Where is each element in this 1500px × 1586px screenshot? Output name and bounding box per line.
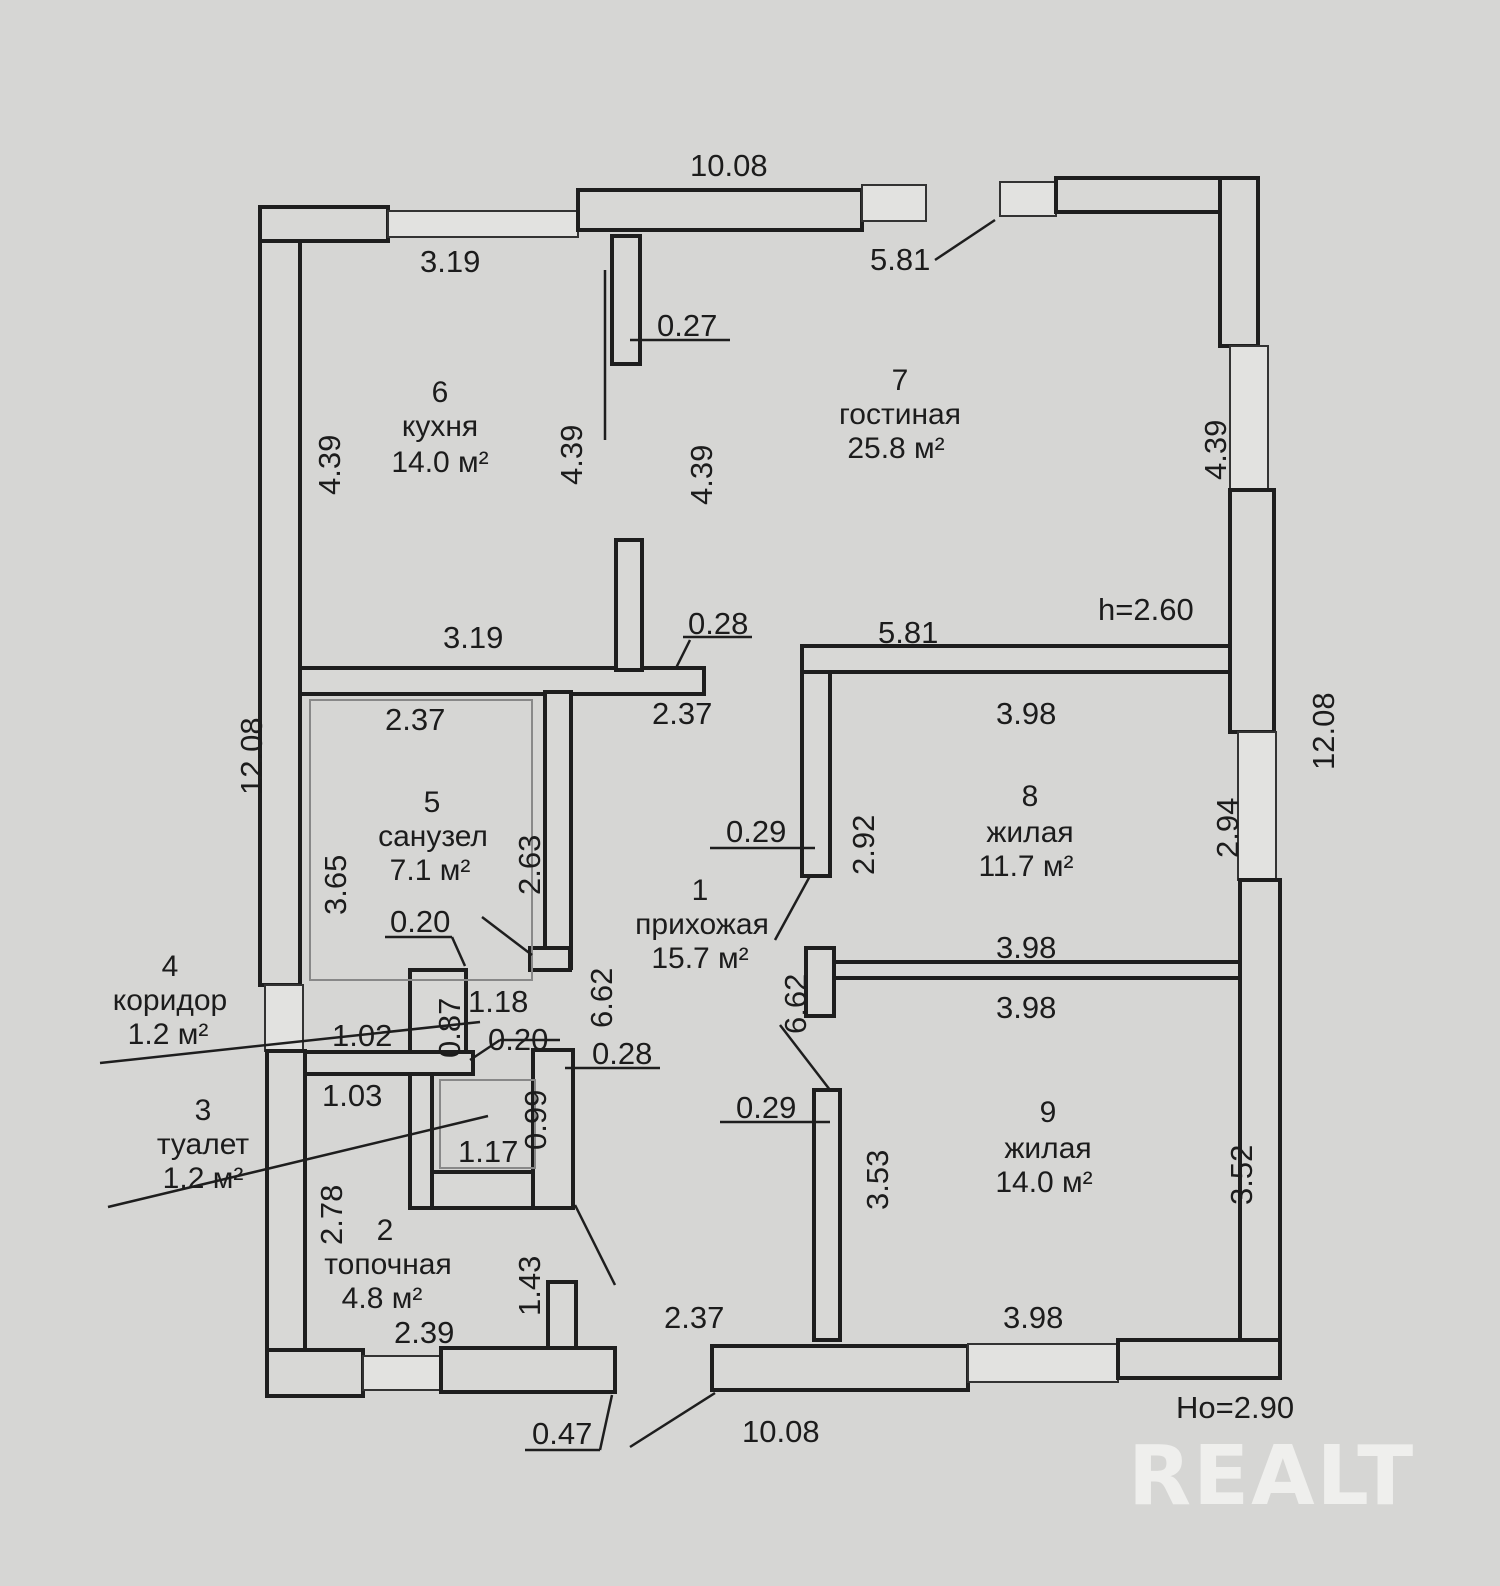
dim-wc-top: 1.03 — [322, 1078, 382, 1113]
leader-lines — [99, 218, 996, 1452]
room-name: туалет — [157, 1128, 250, 1161]
dim-top-total: 10.08 — [690, 148, 768, 183]
dim-hall-length: 6.62 — [584, 968, 619, 1028]
dim-bath-top: 2.37 — [385, 702, 445, 737]
dim-wc-wall: 0.28 — [592, 1036, 652, 1071]
dim-tjoint: 0.28 — [688, 606, 748, 641]
room-area: 14.0 м² — [995, 1166, 1092, 1199]
room-name: санузел — [378, 820, 488, 853]
dimensions: 10.08 10.08 12.08 12.08 3.19 3.19 4.39 4… — [234, 148, 1341, 1451]
room-labels: 1 прихожая 15.7 м² 2 топочная 4.8 м² 3 т… — [113, 364, 1093, 1315]
dim-entry: 2.37 — [664, 1300, 724, 1335]
room-area: 25.8 м² — [847, 432, 944, 465]
dim-room9-left: 3.53 — [860, 1150, 895, 1210]
room-name: гостиная — [839, 398, 961, 431]
dim-room8-top: 3.98 — [996, 696, 1056, 731]
room-area: 1.2 м² — [128, 1018, 209, 1051]
room-name: прихожая — [635, 908, 769, 941]
room-area: 4.8 м² — [342, 1282, 423, 1315]
room-area: 11.7 м² — [978, 850, 1073, 883]
dim-boiler-wall: 0.47 — [532, 1416, 592, 1451]
outer-height: Ho=2.90 — [1176, 1390, 1294, 1425]
dim-corridor-length: 1.02 — [332, 1018, 392, 1053]
dim-corridor-wall-a: 0.20 — [390, 904, 450, 939]
room-area: 7.1 м² — [390, 854, 471, 887]
dim-hall-top: 2.37 — [652, 696, 712, 731]
dim-room8-bottom: 3.98 — [996, 930, 1056, 965]
dim-boiler-pillar: 1.43 — [512, 1256, 547, 1316]
room-number: 9 — [1040, 1096, 1057, 1129]
dim-bath-left: 3.65 — [318, 855, 353, 915]
room-name: коридор — [113, 984, 227, 1017]
dim-room9-wall: 0.29 — [736, 1090, 796, 1125]
room-number: 7 — [892, 364, 909, 397]
dim-corridor-wall-b: 0.20 — [488, 1022, 548, 1057]
room-9-zhilaya: 9 жилая 14.0 м² — [995, 1096, 1092, 1199]
dim-living-bottom: 5.81 — [878, 615, 938, 650]
room-number: 8 — [1022, 780, 1039, 813]
room-number: 4 — [162, 950, 179, 983]
room-area: 15.7 м² — [651, 942, 748, 975]
dim-bath-right: 2.63 — [512, 835, 547, 895]
dim-pillar: 0.27 — [657, 308, 717, 343]
dim-kitchen-left: 4.39 — [312, 435, 347, 495]
dim-living-top: 5.81 — [870, 242, 930, 277]
room-number: 3 — [195, 1094, 212, 1127]
dim-right-total: 12.08 — [1306, 692, 1341, 770]
room-7-gostinaya: 7 гостиная 25.8 м² — [839, 364, 961, 465]
dim-hall-length-2: 6.62 — [778, 974, 813, 1034]
room-1-prihozhaya: 1 прихожая 15.7 м² — [635, 874, 769, 975]
dim-room8-wall: 0.29 — [726, 814, 786, 849]
room-number: 6 — [432, 376, 449, 409]
dim-boiler-left: 2.78 — [314, 1185, 349, 1245]
ceiling-height: h=2.60 — [1098, 592, 1194, 627]
room-name: жилая — [986, 816, 1073, 849]
room-5-sanuzel: 5 санузел 7.1 м² — [378, 786, 488, 887]
room-name: кухня — [402, 410, 478, 443]
dim-room9-top: 3.98 — [996, 990, 1056, 1025]
dim-room8-right: 2.94 — [1210, 798, 1245, 858]
dim-left-total: 12.08 — [234, 717, 269, 795]
room-6-kuhnya: 6 кухня 14.0 м² — [391, 376, 488, 479]
realt-watermark-logo: REALT — [1128, 1429, 1415, 1524]
dim-room8-left: 2.92 — [846, 815, 881, 875]
dim-living-left: 4.39 — [684, 445, 719, 505]
dim-wc-height: 0.99 — [518, 1090, 553, 1150]
room-area: 1.2 м² — [163, 1162, 244, 1195]
room-number: 2 — [377, 1214, 394, 1247]
room-name: топочная — [324, 1248, 452, 1281]
room-3-tualet: 3 туалет 1.2 м² — [157, 1094, 250, 1195]
dim-kitchen-bottom: 3.19 — [443, 620, 503, 655]
room-number: 1 — [692, 874, 709, 907]
walls — [258, 176, 1282, 1398]
room-name: жилая — [1004, 1132, 1091, 1165]
dim-corridor-width: 1.18 — [468, 984, 528, 1019]
dim-room9-bottom: 3.98 — [1003, 1300, 1063, 1335]
room-2-topochnaya: 2 топочная 4.8 м² — [324, 1214, 452, 1315]
dim-boiler-bottom: 2.39 — [394, 1315, 454, 1350]
dim-wc-width: 1.17 — [458, 1134, 518, 1169]
room-8-zhilaya: 8 жилая 11.7 м² — [978, 780, 1073, 883]
dim-bottom-total: 10.08 — [742, 1414, 820, 1449]
room-number: 5 — [424, 786, 441, 819]
room-area: 14.0 м² — [391, 446, 488, 479]
room-4-koridor: 4 коридор 1.2 м² — [113, 950, 227, 1051]
dim-living-right: 4.39 — [1198, 420, 1233, 480]
dim-kitchen-right: 4.39 — [554, 425, 589, 485]
dim-corridor-height: 0.87 — [432, 998, 467, 1058]
dim-room9-right: 3.52 — [1224, 1145, 1259, 1205]
dim-kitchen-top: 3.19 — [420, 244, 480, 279]
